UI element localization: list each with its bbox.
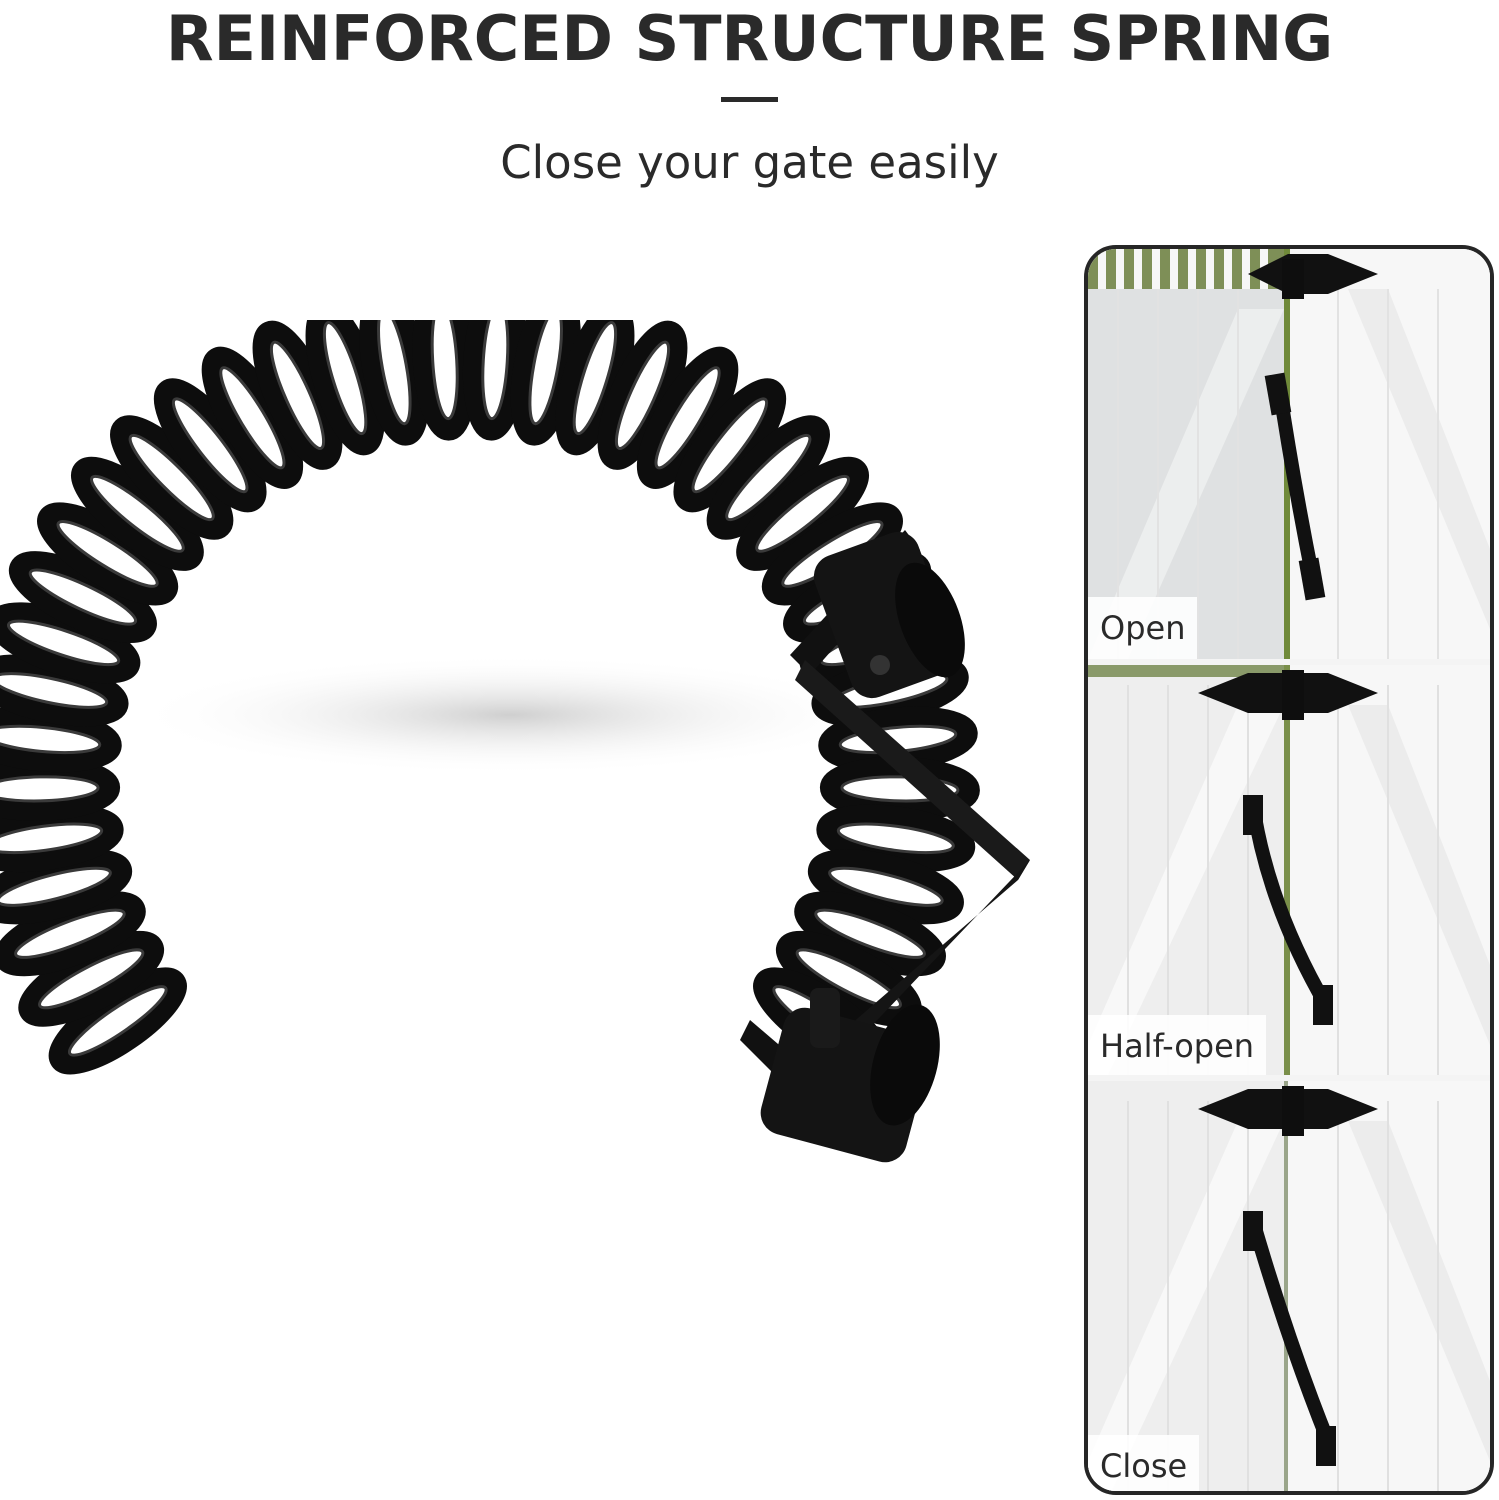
spring-coil-highlight [219, 366, 286, 470]
coil-spring-icon [0, 320, 1030, 1163]
spring-coil-highlight [377, 320, 412, 426]
spring-coil-highlight [269, 340, 326, 450]
spring-coil-highlight [28, 568, 138, 626]
gate-state-label: Open [1088, 597, 1198, 659]
spring-coil-highlight [614, 340, 671, 450]
gate-photo-half-open [1088, 665, 1490, 1075]
spring-coil-highlight [90, 474, 185, 553]
spring-coil-highlight [430, 320, 459, 421]
spring-coil-highlight [56, 520, 159, 588]
gate-photo-close [1088, 1081, 1490, 1491]
spring-coil-highlight [795, 948, 902, 1010]
page-subtitle: Close your gate easily [500, 136, 999, 189]
gate-state-label: Half-open [1088, 1015, 1267, 1077]
spring-coil-highlight [0, 866, 112, 907]
spring-coil-highlight [836, 822, 955, 855]
panel-divider [1088, 659, 1490, 665]
spring-coil-highlight [828, 866, 944, 907]
spring-coil-highlight [38, 948, 145, 1010]
gate-state-label: Close [1088, 1435, 1200, 1491]
spring-coil-highlight [0, 775, 100, 803]
spring-coil-highlight [171, 397, 249, 494]
spring-coil-highlight [322, 321, 368, 436]
gate-hinge-icon [1088, 665, 1490, 1075]
gate-states-panel: Open Half-open [1084, 245, 1494, 1495]
spring-coil-loop [0, 756, 121, 821]
page-title: REINFORCED STRUCTURE SPRING [165, 2, 1334, 75]
spring-coil-highlight [725, 433, 812, 522]
panel-divider [1088, 1075, 1490, 1081]
spring-coil-highlight [528, 320, 563, 426]
spring-coil-highlight [691, 397, 769, 494]
gate-hinge-icon [1088, 1081, 1490, 1491]
spring-coil-highlight [67, 985, 168, 1057]
spring-coil-highlight [0, 672, 109, 709]
spring-coil-highlight [755, 474, 850, 553]
spring-coil-highlight [128, 433, 215, 522]
spring-coil-highlight [6, 619, 121, 667]
title-divider [721, 97, 778, 102]
spring-coil-highlight [654, 366, 721, 470]
spring-coil-highlight [0, 724, 102, 755]
spring-coil-highlight [840, 775, 960, 803]
spring-coil-highlight [14, 908, 126, 959]
spring-coil-highlight [0, 822, 104, 855]
spring-coil-highlight [572, 321, 618, 436]
spring-bracket [740, 530, 1030, 1163]
spring-coil-highlight [814, 908, 926, 959]
spring-coil-highlight [481, 320, 510, 421]
